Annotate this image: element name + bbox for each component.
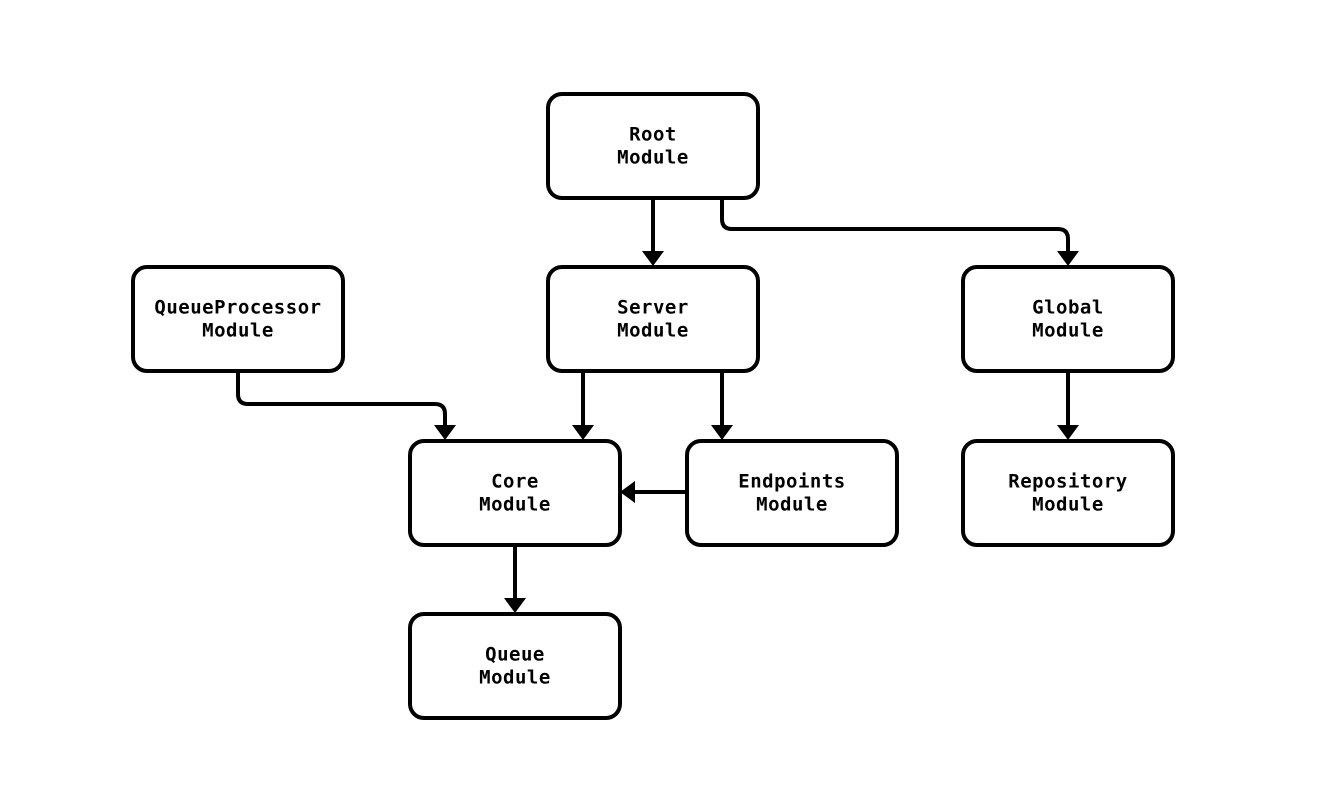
node-label-kind: Module (1032, 320, 1104, 342)
node-label-name: Repository (1008, 471, 1127, 493)
edge-queueprocessor-to-core (236, 371, 456, 440)
node-label-name: Core (491, 471, 539, 493)
arrowhead-icon (620, 481, 635, 503)
node-label-kind: Module (479, 667, 551, 689)
node-box[interactable] (546, 92, 760, 200)
node-box[interactable] (408, 612, 622, 720)
node-label-name: Endpoints (738, 471, 845, 493)
arrowhead-icon (572, 425, 594, 440)
edge-root-to-global (720, 198, 1079, 266)
edge-server-to-endpoints (711, 371, 733, 440)
node-box[interactable] (961, 265, 1175, 373)
node-box[interactable] (685, 439, 899, 547)
edge-line (720, 198, 1070, 251)
edge-core-to-queue (504, 545, 526, 613)
arrowhead-icon (504, 598, 526, 613)
node-label-kind: Module (617, 147, 689, 169)
node-box[interactable] (546, 265, 760, 373)
node-label-kind: Module (756, 494, 828, 516)
node-label-name: Root (629, 124, 677, 146)
node-layer: RootModuleQueueProcessorModuleServerModu… (131, 92, 1175, 720)
node-label-name: QueueProcessor (154, 297, 321, 319)
arrowhead-icon (711, 425, 733, 440)
node-box[interactable] (408, 439, 622, 547)
edge-server-to-core (572, 371, 594, 440)
node-label-kind: Module (617, 320, 689, 342)
edge-root-to-server (642, 198, 664, 266)
node-label-kind: Module (202, 320, 274, 342)
node-box[interactable] (131, 265, 345, 373)
node-label-kind: Module (479, 494, 551, 516)
arrowhead-icon (642, 251, 664, 266)
node-label-kind: Module (1032, 494, 1104, 516)
edge-layer (236, 198, 1079, 613)
edge-global-to-repository (1057, 371, 1079, 440)
node-label-name: Server (617, 297, 689, 319)
node-box[interactable] (961, 439, 1175, 547)
edge-endpoints-to-core (620, 481, 687, 503)
arrowhead-icon (1057, 425, 1079, 440)
edge-line (236, 371, 447, 425)
node-label-name: Queue (485, 644, 545, 666)
node-label-name: Global (1032, 297, 1104, 319)
arrowhead-icon (434, 425, 456, 440)
arrowhead-icon (1057, 251, 1079, 266)
